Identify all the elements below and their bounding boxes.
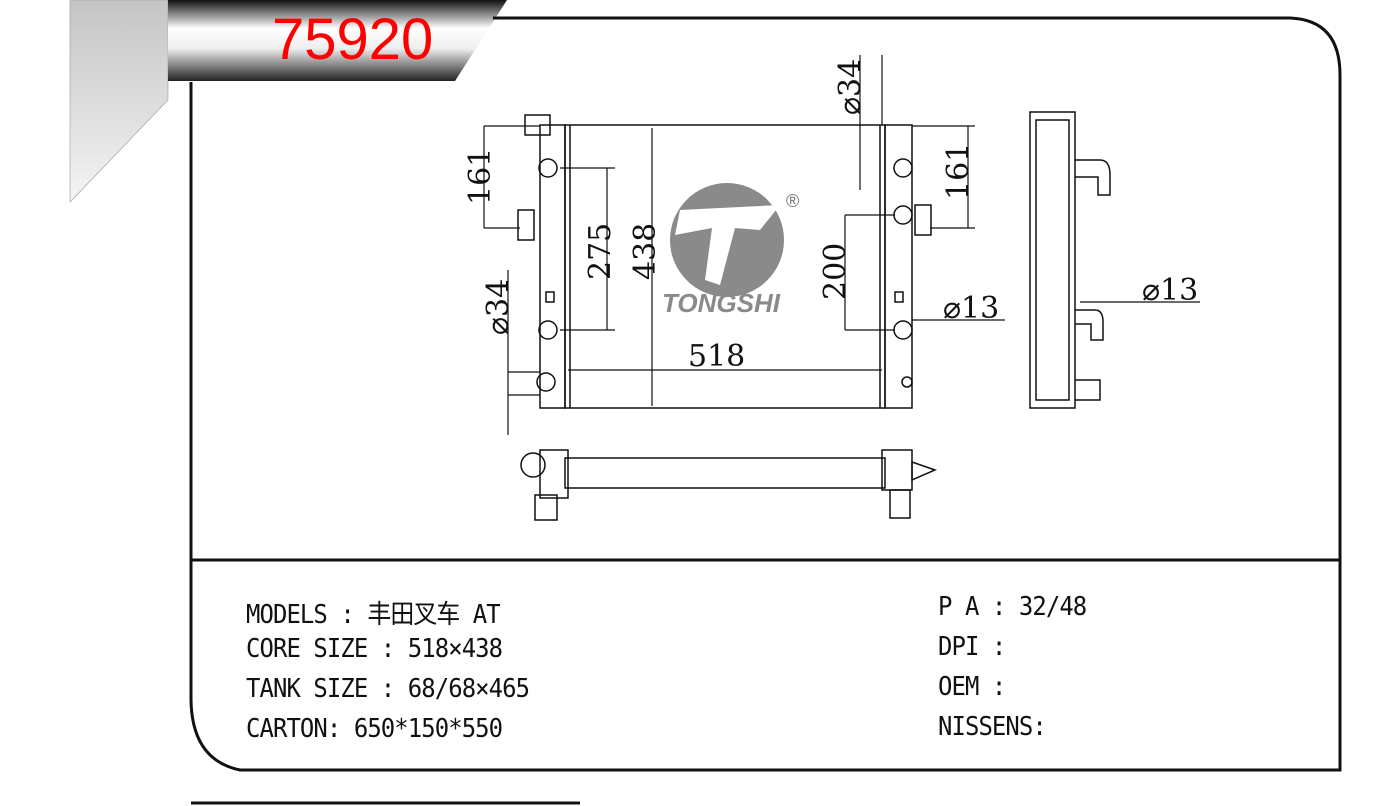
- dim-right-161: 161: [941, 143, 976, 200]
- dim-right-dia-13: ⌀13: [943, 291, 999, 326]
- spec-core-size: CORE SIZE : 518×438: [246, 634, 503, 664]
- spec-carton: CARTON: 650*150*550: [246, 714, 503, 744]
- radiator-front-view: [517, 114, 932, 409]
- dim-275: 275: [583, 223, 618, 280]
- radiator-bottom-view: [520, 449, 938, 521]
- spec-oem: OEM :: [938, 672, 1006, 702]
- spec-dpi: DPI :: [938, 632, 1006, 662]
- title-banner: [168, 0, 507, 81]
- dim-200: 200: [818, 243, 853, 300]
- dim-438: 438: [628, 223, 663, 280]
- dim-left-161: 161: [463, 148, 498, 205]
- decor-wedge: [69, 0, 169, 203]
- logo-text: TONGSHI: [662, 288, 781, 318]
- dim-518: 518: [688, 339, 745, 374]
- part-number: 75920: [272, 7, 434, 72]
- spec-models: MODELS : 丰田叉车 AT: [246, 600, 501, 630]
- spec-tank-size: TANK SIZE : 68/68×465: [246, 674, 530, 704]
- dim-left-dia-34: ⌀34: [481, 279, 516, 335]
- registered-mark: ®: [786, 191, 799, 211]
- spec-nissens: NISSENS:: [938, 712, 1047, 742]
- dimension-lines: [483, 55, 1200, 435]
- dim-side-dia-13: ⌀13: [1142, 273, 1198, 308]
- dim-top-dia-34: ⌀34: [833, 59, 868, 115]
- spec-pa: P A : 32/48: [938, 592, 1087, 622]
- radiator-side-view: [1029, 111, 1111, 409]
- brand-logo: ® TONGSHI: [662, 183, 799, 318]
- sheet-frame: [189, 16, 1342, 805]
